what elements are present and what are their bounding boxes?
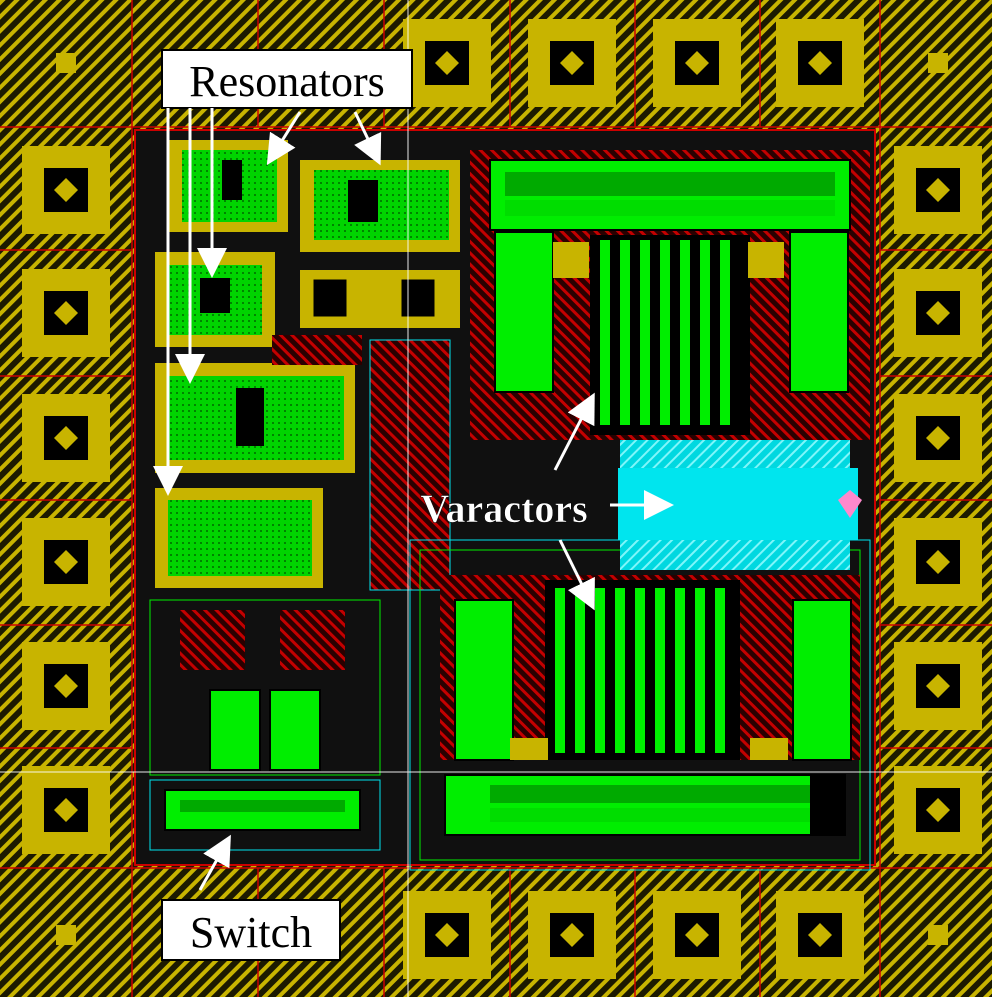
annotation-arrows	[153, 108, 674, 891]
cyan-varactor	[618, 440, 862, 570]
bond-pad-via	[685, 51, 709, 75]
bond-pad-via	[54, 426, 78, 450]
bond-pad-via	[926, 301, 950, 325]
routing	[272, 335, 871, 871]
bond-pad-via	[560, 51, 584, 75]
bond-pad-via	[54, 550, 78, 574]
bond-pad-via	[808, 923, 832, 947]
resonators-label: Resonators	[189, 57, 385, 106]
bond-pad-via	[926, 426, 950, 450]
bond-pad-via	[926, 178, 950, 202]
switch-label-box	[161, 899, 341, 961]
bond-pad-via	[54, 674, 78, 698]
bond-pad-window	[794, 909, 846, 961]
bond-pad-window	[912, 412, 964, 464]
bond-pad-via	[54, 301, 78, 325]
switch-block	[149, 599, 381, 851]
bond-pad-via	[926, 550, 950, 574]
varactors-label: Varactors	[420, 486, 587, 531]
bond-pad-via	[54, 178, 78, 202]
bond-pad-via	[926, 674, 950, 698]
corner-pad	[928, 925, 948, 945]
bond-pad-via	[926, 798, 950, 822]
bond-pad-via	[560, 923, 584, 947]
corner-pad	[928, 53, 948, 73]
bond-pad-via	[54, 798, 78, 822]
bond-pad-via	[685, 923, 709, 947]
bond-pad-via	[435, 51, 459, 75]
switch-label: Switch	[190, 908, 312, 957]
bond-pad-window	[40, 412, 92, 464]
bond-pad-via	[808, 51, 832, 75]
lower-varactor	[440, 575, 860, 836]
corner-pad	[56, 53, 76, 73]
bond-pads	[22, 19, 982, 979]
bond-pad-via	[435, 923, 459, 947]
corner-pad	[56, 925, 76, 945]
upper-varactor	[470, 150, 870, 440]
resonators-label-box	[161, 49, 413, 109]
bond-pad-window	[794, 37, 846, 89]
